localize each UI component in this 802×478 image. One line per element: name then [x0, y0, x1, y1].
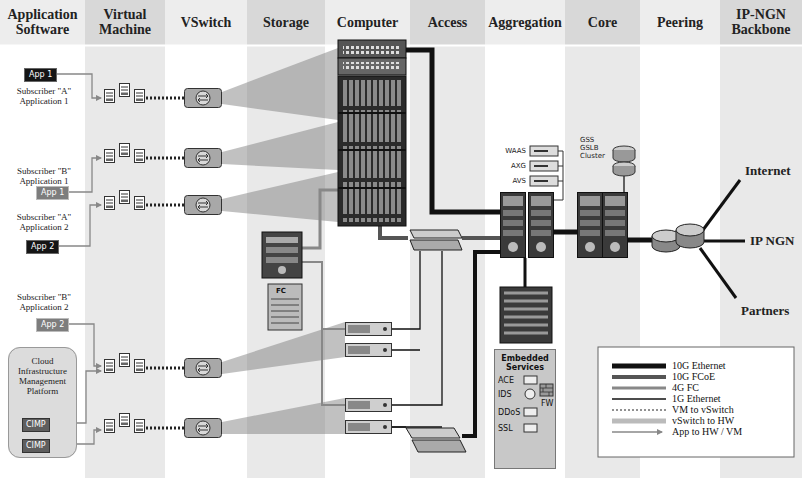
column-header: Computer [325, 0, 410, 44]
device-label: FC [276, 287, 286, 295]
service-label: WAAS [492, 147, 526, 155]
node-text: App 2 [41, 320, 64, 330]
node-text: Embedded Services [497, 354, 553, 372]
network-label: Partners [741, 303, 789, 318]
subscriber-label: Subscriber "B" Application 2 [6, 292, 82, 312]
subscriber-label: Subscriber "B" Application 1 [6, 166, 82, 186]
column-header: Access [410, 0, 485, 44]
node-text: App 1 [29, 70, 52, 80]
network-label: Internet [745, 163, 791, 178]
legend-text: 10G Ethernet [672, 360, 726, 371]
column-header: Peering [640, 0, 720, 44]
column-header: Core [565, 0, 640, 44]
legend-text: vSwitch to HW [672, 415, 734, 426]
legend-text: VM to vSwitch [672, 404, 734, 415]
service-label: AVS [492, 177, 526, 185]
app-box: App 2 [36, 318, 69, 332]
column-header: Virtual Machine [85, 0, 165, 44]
service-label: FW [541, 399, 554, 408]
legend-text: App to HW / VM [672, 426, 742, 437]
node-text: App 1 [41, 188, 64, 198]
service-label: IDS [498, 390, 512, 399]
legend-text: 1G Ethernet [672, 393, 721, 404]
node-text: CIMP [26, 441, 46, 451]
cimp-box: CIMP [22, 418, 50, 432]
app-box: App 2 [26, 240, 59, 254]
service-label: DDoS [498, 408, 520, 417]
legend-samples [612, 366, 666, 432]
legend-text: 4G FC [672, 382, 699, 393]
app-box: App 1 [36, 186, 69, 200]
subscriber-label: Subscriber "A" Application 1 [6, 86, 82, 106]
app-box: App 1 [24, 68, 57, 82]
legend-text: 10G FCoE [672, 371, 715, 382]
subscriber-label: Subscriber "A" Application 2 [6, 212, 82, 232]
embedded-services-panel: Embedded Services [494, 349, 556, 469]
service-label: SSL [498, 424, 513, 433]
node-text: CIMP [26, 420, 46, 430]
management-panel: Cloud Infrastructure Management Platform… [8, 347, 77, 458]
service-label: GSS GSLB Cluster [580, 136, 610, 160]
column-header: Aggregation [485, 0, 565, 44]
cimp-box: CIMP [22, 439, 50, 453]
column-header: Application Software [0, 0, 85, 44]
column-header: IP-NGN Backbone [720, 0, 802, 44]
node-text: App 2 [31, 242, 54, 252]
column-header: Storage [247, 0, 325, 44]
network-label: IP NGN [750, 233, 794, 248]
node-text: Cloud Infrastructure Management Platform [12, 356, 73, 396]
service-label: AXG [492, 162, 526, 170]
column-header: VSwitch [165, 0, 247, 44]
service-label: ACE [498, 376, 514, 385]
